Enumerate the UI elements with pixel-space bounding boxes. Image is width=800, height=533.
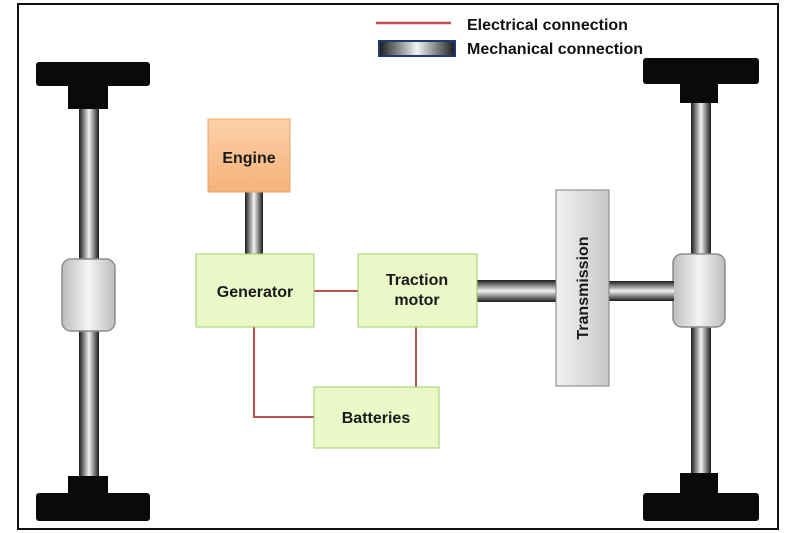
transmission-label: Transmission bbox=[575, 236, 592, 339]
engine-label: Engine bbox=[222, 150, 275, 167]
left-front-wheel bbox=[36, 62, 150, 86]
electrical-connections bbox=[253, 290, 417, 418]
right-front-wheel bbox=[643, 58, 759, 84]
generator-batteries-wire bbox=[253, 326, 315, 418]
right-axle bbox=[643, 58, 759, 521]
right-rear-wheel bbox=[643, 493, 759, 521]
left-front-wheel-hub bbox=[68, 84, 108, 109]
right-axle-upper-shaft bbox=[691, 99, 711, 256]
left-differential bbox=[61, 258, 116, 332]
traction-motor-label-line1: Traction bbox=[386, 272, 448, 289]
traction-motor-block: Traction motor bbox=[357, 253, 478, 328]
motor-transmission-shaft bbox=[477, 280, 557, 302]
generator-box bbox=[195, 253, 315, 328]
left-axle bbox=[36, 62, 150, 521]
transmission-block: Transmission bbox=[555, 189, 610, 387]
traction-motor-label-line2: motor bbox=[394, 292, 439, 309]
left-rear-wheel-hub bbox=[68, 476, 108, 496]
generator-block: Generator bbox=[195, 253, 315, 328]
batteries-box bbox=[313, 386, 440, 449]
legend-electrical-label: Electrical connection bbox=[467, 17, 628, 34]
right-rear-wheel-hub bbox=[680, 473, 718, 495]
engine-block: Engine bbox=[207, 118, 291, 193]
transmission-box bbox=[555, 189, 610, 387]
legend: Electrical connection Mechanical connect… bbox=[376, 17, 643, 58]
batteries-block: Batteries bbox=[313, 386, 440, 449]
left-rear-wheel bbox=[36, 493, 150, 521]
batteries-label: Batteries bbox=[342, 410, 411, 427]
diagram-frame bbox=[17, 3, 779, 530]
transmission-differential-shaft bbox=[609, 281, 674, 301]
engine-generator-shaft bbox=[245, 190, 263, 255]
left-axle-lower-shaft bbox=[79, 331, 99, 481]
legend-mechanical-label: Mechanical connection bbox=[467, 41, 643, 58]
traction-motor-box bbox=[357, 253, 478, 328]
right-axle-lower-shaft bbox=[691, 326, 711, 476]
generator-label: Generator bbox=[217, 284, 293, 301]
engine-box bbox=[207, 118, 291, 193]
right-differential bbox=[672, 253, 726, 328]
left-axle-upper-shaft bbox=[79, 104, 99, 260]
right-front-wheel-hub bbox=[680, 82, 718, 103]
legend-mechanical-swatch bbox=[378, 40, 456, 57]
mechanical-connections bbox=[245, 190, 674, 302]
